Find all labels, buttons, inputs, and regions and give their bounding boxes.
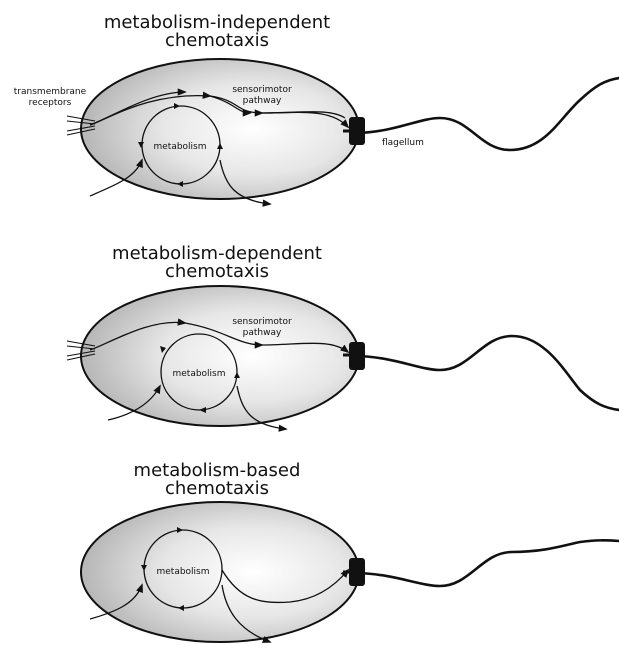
pathway-label-line1: sensorimotor <box>232 317 292 327</box>
flagellum <box>357 540 619 586</box>
flagellar-motor <box>349 342 365 370</box>
cell-body <box>81 502 359 642</box>
metabolism-label: metabolism <box>153 142 206 152</box>
cell-body <box>81 59 359 199</box>
metabolism-label: metabolism <box>156 567 209 577</box>
pathway-label-line1: sensorimotor <box>232 85 292 95</box>
pathway-label-line2: pathway <box>243 328 282 338</box>
metabolism-label: metabolism <box>172 369 225 379</box>
panel-title-line2: chemotaxis <box>165 261 269 282</box>
panel-metabolism-based: metabolism-based chemotaxis metabolism <box>81 460 619 642</box>
receptors-label-line1: transmembrane <box>14 87 87 97</box>
pathway-label-line2: pathway <box>243 96 282 106</box>
flagellum-label: flagellum <box>382 138 424 148</box>
panel-title-line2: chemotaxis <box>165 30 269 51</box>
panel-title-line2: chemotaxis <box>165 478 269 499</box>
flagellar-motor <box>349 558 365 586</box>
cell-body <box>81 286 359 426</box>
flagellum <box>357 336 619 410</box>
panel-metabolism-dependent: metabolism-dependent chemotaxis sensorim… <box>67 243 619 429</box>
panel-metabolism-independent: metabolism-independent chemotaxis transm… <box>14 12 619 204</box>
receptors-label-line2: receptors <box>29 98 72 108</box>
flagellar-motor <box>349 117 365 145</box>
